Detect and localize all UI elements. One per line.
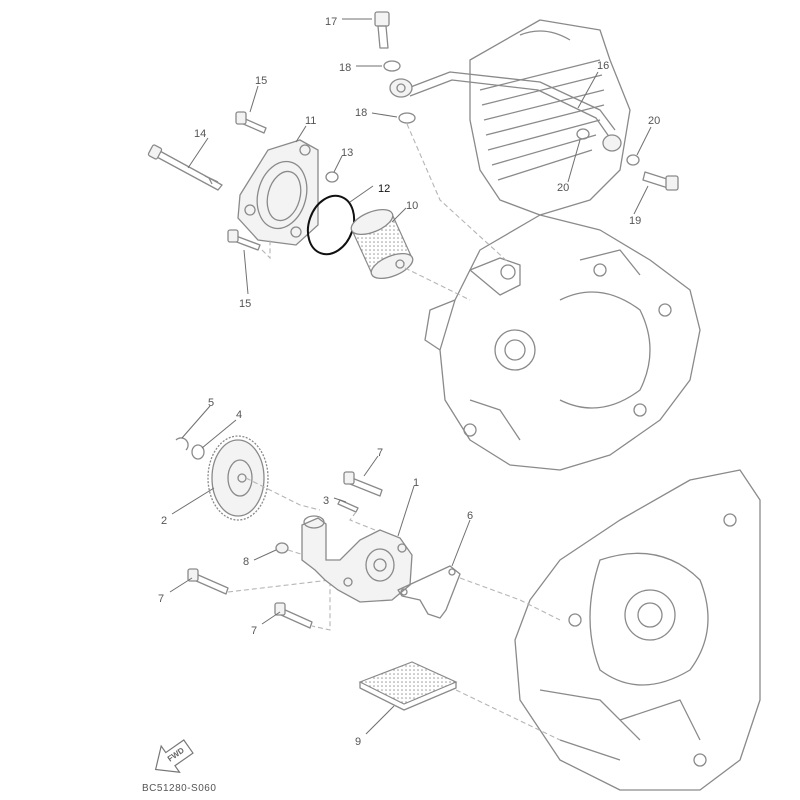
callout-18-lower: 18: [355, 107, 367, 119]
oil-delivery-pipe: [389, 71, 622, 152]
bolt-14: [147, 144, 223, 191]
bolt-15-lower: [227, 229, 261, 251]
oil-filter-cover-11: [237, 139, 319, 246]
gasket-18-lower: [398, 112, 416, 124]
crankcase-left-half: [514, 469, 761, 791]
callout-7-top: 7: [377, 447, 383, 459]
oil-pump-drive-gear-2: [207, 435, 269, 521]
callout-20-left: 20: [557, 182, 569, 194]
drawing-code: BC51280-S060: [142, 783, 216, 794]
callout-1: 1: [413, 477, 419, 489]
pin-8: [275, 542, 289, 554]
callout-9: 9: [355, 736, 361, 748]
clip-5: [175, 437, 189, 451]
callout-6: 6: [467, 510, 473, 522]
callout-4: 4: [236, 409, 242, 421]
bolt-15-upper: [235, 111, 267, 134]
callout-5: 5: [208, 397, 214, 409]
washer-4: [191, 444, 205, 460]
callout-10: 10: [406, 200, 418, 212]
bolt-7-left: [187, 568, 229, 595]
callout-19: 19: [629, 215, 641, 227]
cylinder-block: [469, 19, 631, 216]
callout-3: 3: [323, 495, 329, 507]
callout-16: 16: [597, 60, 609, 72]
callout-15-upper: 15: [255, 75, 267, 87]
oil-strainer-9: [358, 661, 458, 711]
callout-7-bottom: 7: [251, 625, 257, 637]
callout-7-left: 7: [158, 593, 164, 605]
callout-20-right: 20: [648, 115, 660, 127]
callout-8: 8: [243, 556, 249, 568]
leader-lines: [169, 18, 652, 735]
oil-pump-assembly-1: [301, 515, 413, 603]
bolt-7-bottom: [274, 602, 313, 629]
callout-13: 13: [341, 147, 353, 159]
o-ring-12: [306, 194, 356, 256]
callout-14: 14: [194, 128, 206, 140]
callout-12: 12: [378, 183, 390, 195]
callout-2: 2: [161, 515, 167, 527]
callout-17: 17: [325, 16, 337, 28]
union-bolt-19: [642, 171, 679, 191]
gasket-18-upper: [383, 60, 401, 72]
callout-15-lower: 15: [239, 298, 251, 310]
oil-filter-element-10: [350, 208, 414, 280]
forward-arrow-icon: FWD: [154, 739, 194, 774]
callout-11: 11: [305, 115, 316, 127]
bolt-7-top: [343, 471, 383, 497]
callout-labels: 1 2 3 4 5 6 7 7 7 8 9 10 11 12 13 14 15 …: [158, 16, 660, 748]
union-bolt-17: [374, 11, 390, 49]
o-ring-13: [325, 171, 339, 183]
crankcase-right-half: [424, 214, 701, 471]
gasket-20-left: [576, 128, 590, 140]
gasket-6: [397, 565, 461, 619]
callout-18-upper: 18: [339, 62, 351, 74]
gasket-20-right: [626, 154, 640, 166]
dowel-pin-3: [337, 499, 359, 513]
